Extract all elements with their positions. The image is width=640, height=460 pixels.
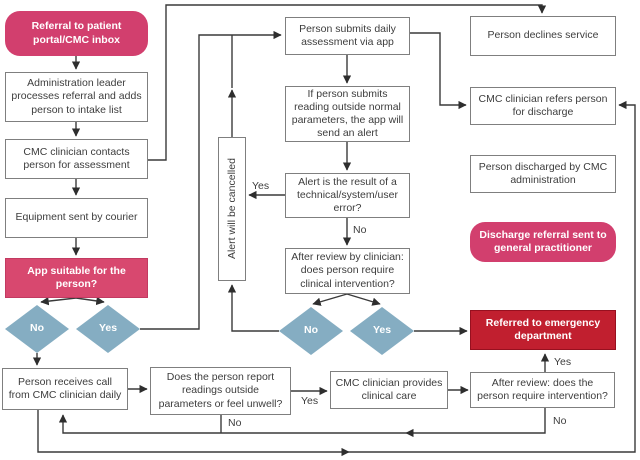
label-after-review-no: No — [553, 415, 567, 427]
label-alert-error-yes: Yes — [252, 180, 270, 192]
label-report-no: No — [228, 417, 242, 429]
edge-contact-declines — [148, 4, 547, 161]
node-clinician-contacts: CMC clinician contacts person for assess… — [5, 139, 148, 179]
alert-cancelled-label: Alert will be cancelled — [225, 158, 238, 260]
node-after-review-bottom: After review: does the person require in… — [470, 372, 615, 408]
edge-no-cancelled — [227, 284, 279, 332]
node-referred-emergency: Referred to emergency department — [470, 310, 616, 350]
label-after-review-yes: Yes — [554, 356, 572, 368]
node-discharge-referral-gp: Discharge referral sent to general pract… — [470, 222, 616, 262]
edge-review-yes — [346, 293, 381, 306]
edge-no-loop-receives — [58, 414, 406, 434]
node-person-declines: Person declines service — [470, 16, 616, 56]
node-reading-outside-parameters: If person submits reading outside normal… — [285, 86, 410, 142]
edge-receives-bottom-right — [37, 410, 350, 457]
node-after-review-clinician: After review by clinician: does person r… — [285, 248, 410, 294]
node-alert-cancelled: Alert will be cancelled — [218, 137, 246, 281]
label-alert-error-no: No — [353, 224, 367, 236]
node-receives-daily-call: Person receives call from CMC clinician … — [2, 368, 128, 410]
node-refers-discharge: CMC clinician refers person for discharg… — [470, 87, 616, 125]
edge-review-no — [312, 293, 348, 306]
node-person-discharged: Person discharged by CMC administration — [470, 155, 616, 193]
edge-bottom-refers — [349, 100, 636, 453]
node-referral-portal: Referral to patient portal/CMC inbox — [5, 11, 148, 56]
node-report-readings: Does the person report readings outside … — [150, 367, 291, 415]
node-alert-error-question: Alert is the result of a technical/syste… — [285, 173, 410, 218]
edge-app-no — [40, 296, 77, 306]
edge-yes-submits — [140, 30, 282, 330]
edge-review-no-left — [405, 408, 546, 438]
node-submits-daily-assessment: Person submits daily assessment via app — [285, 17, 410, 55]
label-report-yes: Yes — [301, 395, 319, 407]
node-app-suitable: App suitable for the person? — [5, 258, 148, 298]
edge-submits-refers — [410, 32, 467, 110]
node-equipment-courier: Equipment sent by courier — [5, 198, 148, 238]
node-provides-clinical-care: CMC clinician provides clinical care — [330, 371, 448, 409]
edge-app-yes — [75, 296, 105, 306]
node-admin-leader: Administration leader processes referral… — [5, 72, 148, 122]
